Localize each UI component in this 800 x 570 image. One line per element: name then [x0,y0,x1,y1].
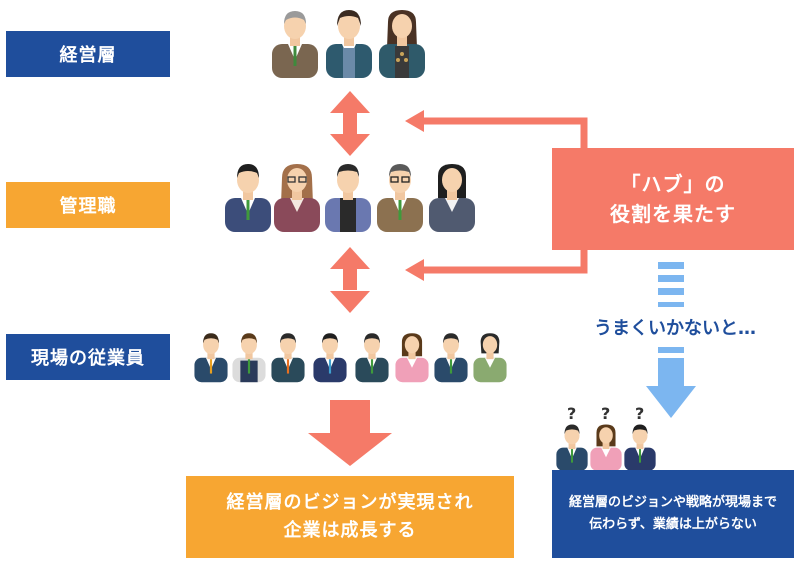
confused-person-1 [556,424,588,471]
staff-person-7 [434,333,468,383]
manager-person-5 [429,164,475,232]
executives-label: 経営層 [6,31,170,77]
staff-person-6 [395,333,429,383]
question-mark-3: ? [635,404,645,423]
failure-caption: うまくいかないと… [594,318,756,339]
executive-person-2 [326,10,372,78]
manager-person-1 [225,164,271,232]
result-line-2: 企業は成長する [283,520,417,541]
question-mark-2: ? [601,404,611,423]
manager-person-3 [325,164,371,232]
failure-down-arrow [646,262,696,418]
hub-line-2: 役割を果たす [610,202,736,226]
down-arrow-to-result [308,400,392,466]
managers-label: 管理職 [6,182,170,228]
double-arrow-manager-staff [330,247,370,313]
confused-person-3 [624,424,656,471]
failure-line-2: 伝わらず、業績は上がらない [589,517,757,532]
hub-line-1: 「ハブ」の [620,172,726,196]
executive-person-1 [272,11,318,78]
hub-role-box: 「ハブ」の 役割を果たす [552,148,794,250]
failure-result-box: 経営層のビジョンや戦略が現場まで 伝わらず、業績は上がらない [552,470,794,558]
failure-line-1: 経営層のビジョンや戦略が現場まで [568,495,777,510]
staff-person-2 [232,333,266,383]
staff-person-8 [473,333,507,383]
manager-person-2 [274,164,320,232]
staff-person-1 [194,333,228,383]
hub-arrow-to-executives [405,110,588,148]
question-mark-1: ? [567,404,577,423]
hub-arrow-to-staff [405,250,588,281]
double-arrow-exec-manager [330,91,370,156]
staff-person-4 [313,333,347,383]
result-line-1: 経営層のビジョンが実現され [226,492,474,513]
staff-person-3 [271,333,305,383]
executive-person-3 [379,10,425,78]
manager-person-4 [377,164,423,232]
success-result-box: 経営層のビジョンが実現され 企業は成長する [186,476,514,558]
staff-person-5 [355,333,389,383]
confused-person-2 [590,424,622,471]
staff-label: 現場の従業員 [6,334,170,380]
